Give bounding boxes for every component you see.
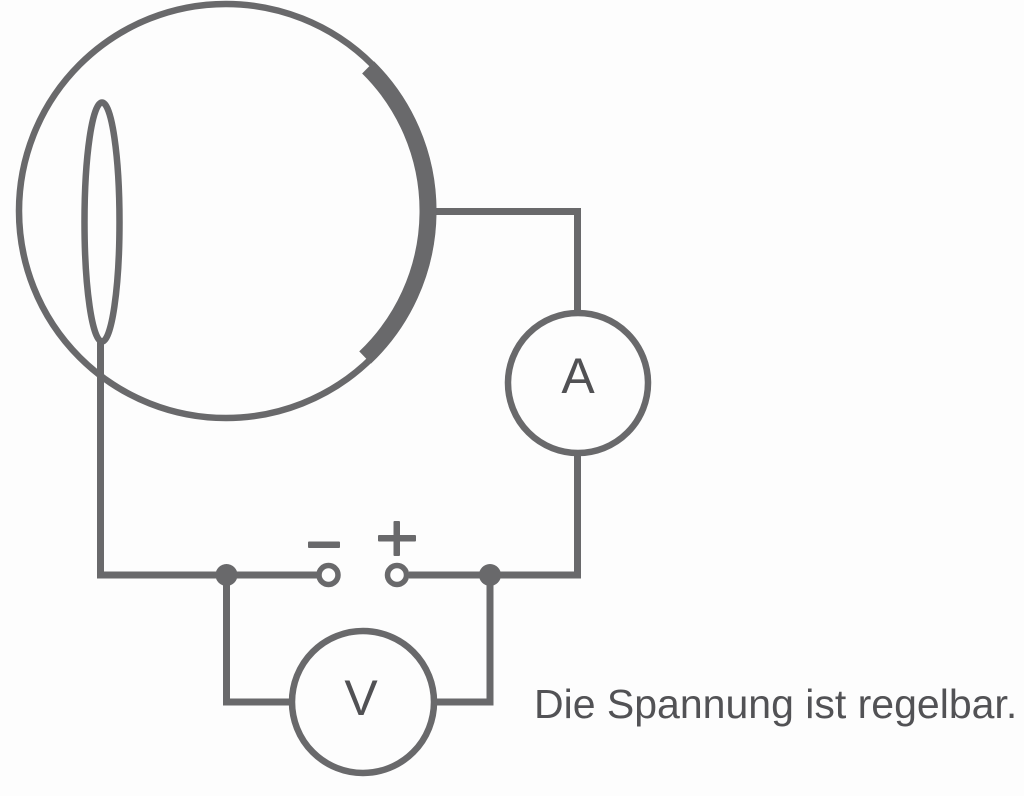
filament-loop [81, 99, 123, 345]
plus-terminal [384, 562, 410, 588]
caption-text: Die Spannung ist regelbar. [534, 681, 1018, 727]
wire-filament-to-minus-terminal [97, 338, 317, 579]
minus-sign [308, 541, 340, 548]
junction-dot-left [215, 564, 238, 586]
minus-terminal [316, 562, 341, 588]
wire-voltmeter-left-branch [223, 575, 294, 706]
ammeter-label: A [561, 348, 595, 404]
voltmeter-body [288, 627, 438, 777]
wire-voltmeter-right-branch [434, 575, 494, 706]
wire-anode-to-ammeter [432, 208, 581, 314]
junction-dot-right [479, 564, 501, 586]
ammeter-body [504, 309, 652, 457]
anode-coating-arc [359, 61, 437, 364]
plus-sign [378, 521, 416, 556]
voltmeter-label: V [344, 670, 378, 726]
wire-plus-terminal-to-ammeter [409, 452, 581, 579]
